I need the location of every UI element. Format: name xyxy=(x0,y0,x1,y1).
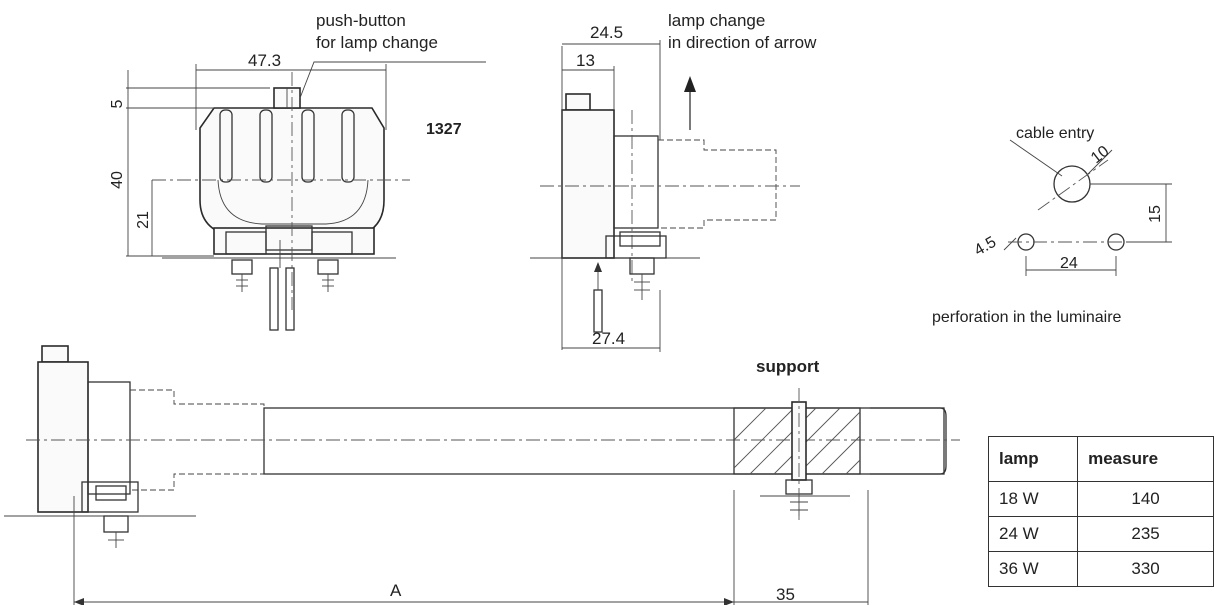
side-screw-icon xyxy=(629,257,655,300)
table-row: 36 W 330 xyxy=(987,551,1214,587)
screw-left-icon xyxy=(231,259,253,292)
front-view xyxy=(126,61,486,331)
push-button-label-1: push-button xyxy=(316,11,406,30)
model-number: 1327 xyxy=(426,121,462,138)
dim-24: 24 xyxy=(1060,255,1078,272)
support-label: support xyxy=(756,357,820,376)
cell-lamp: 24 W xyxy=(987,516,1079,552)
table-row: 18 W 140 xyxy=(987,481,1214,517)
push-button-label-2: for lamp change xyxy=(316,33,438,52)
measure-table: lamp measure 18 W 140 24 W 235 36 W 330 xyxy=(987,436,1214,587)
cell-measure: 235 xyxy=(1077,516,1214,552)
dim-24-5: 24.5 xyxy=(590,23,623,42)
screw-right-icon xyxy=(317,259,339,292)
dim-A: A xyxy=(390,581,402,600)
arrow-up-icon xyxy=(684,76,696,92)
perforation-label: perforation in the luminaire xyxy=(932,309,1122,326)
cell-lamp: 36 W xyxy=(987,551,1079,587)
lamp-change-label-2: in direction of arrow xyxy=(668,33,817,52)
long-screw-icon xyxy=(103,515,129,548)
cell-lamp: 18 W xyxy=(987,481,1079,517)
dim-40: 40 xyxy=(109,171,126,189)
dim-10: 10 xyxy=(1088,143,1113,167)
dim-15: 15 xyxy=(1147,205,1164,223)
cell-measure: 330 xyxy=(1077,551,1214,587)
table-header-row: lamp measure xyxy=(987,436,1214,482)
dim-21: 21 xyxy=(135,211,152,229)
lamp-change-label-1: lamp change xyxy=(668,11,765,30)
table-row: 24 W 235 xyxy=(987,516,1214,552)
header-lamp: lamp xyxy=(987,436,1079,482)
cell-measure: 140 xyxy=(1077,481,1214,517)
support-hatch xyxy=(733,407,861,475)
dim-47-3: 47.3 xyxy=(248,51,281,70)
header-measure: measure xyxy=(1077,436,1214,482)
cable-entry-label: cable entry xyxy=(1016,125,1094,142)
dim-5: 5 xyxy=(109,99,126,108)
perforation-detail xyxy=(1003,139,1172,276)
long-view xyxy=(4,345,960,605)
dim-13: 13 xyxy=(576,51,595,70)
dim-27-4: 27.4 xyxy=(592,329,625,348)
dim-35: 35 xyxy=(776,585,795,604)
dim-4-5: 4.5 xyxy=(972,234,1000,260)
side-view xyxy=(530,40,800,352)
